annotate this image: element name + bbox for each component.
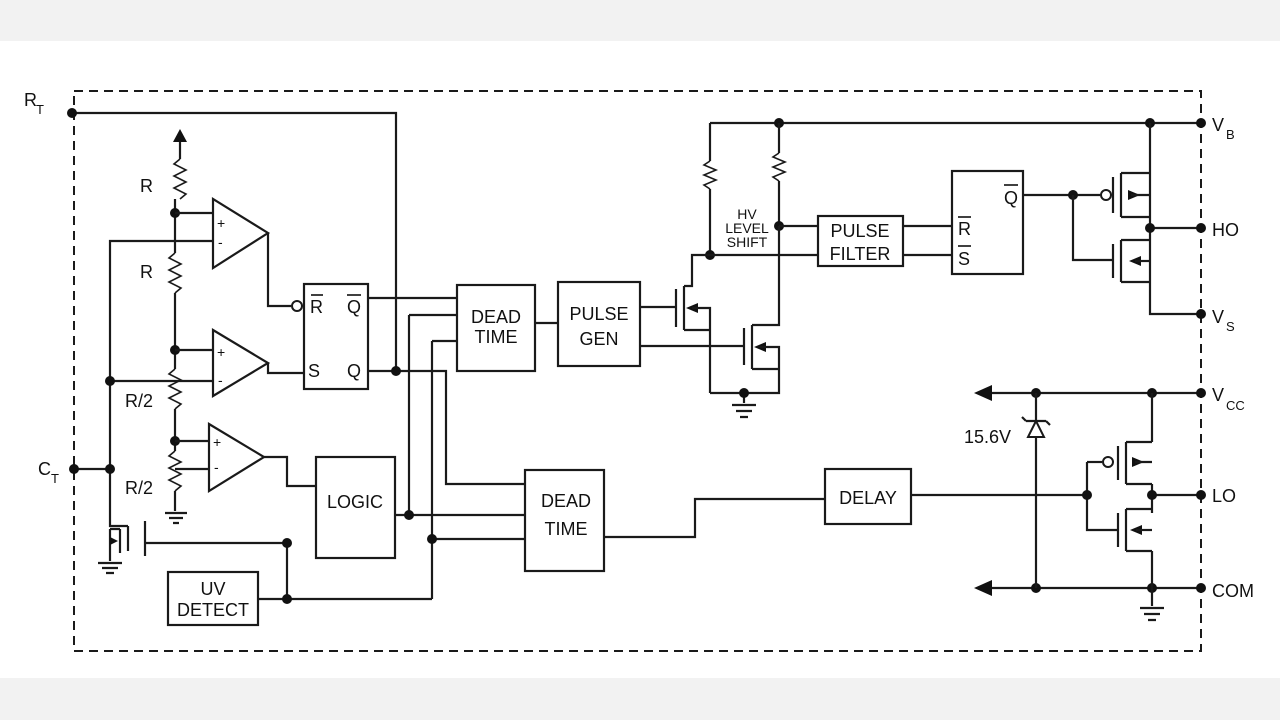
pin-vcc-label: V CC (1212, 385, 1245, 413)
low-side-driver (1082, 393, 1206, 588)
delay-block: DELAY (823, 467, 913, 526)
svg-text:R: R (24, 90, 37, 110)
svg-text:S: S (308, 361, 320, 381)
pulse-filter-block: PULSE FILTER (816, 214, 905, 268)
dead-time-block-2: DEAD TIME (523, 468, 606, 573)
svg-text:C: C (38, 459, 51, 479)
pin-ho-label: HO (1212, 220, 1239, 240)
svg-text:-: - (218, 234, 223, 250)
pin-vb-label: V B (1212, 115, 1235, 142)
package-boundary (73, 90, 1202, 652)
svg-text:UV: UV (200, 579, 225, 599)
svg-text:LEVEL: LEVEL (725, 220, 769, 236)
comparator-3: + - (207, 422, 267, 493)
svg-text:SHIFT: SHIFT (727, 234, 768, 250)
wire-deadtime-to-delay (604, 497, 825, 539)
pin-lo-label: LO (1212, 486, 1236, 506)
hv-level-shift-label: HV LEVEL SHIFT (725, 206, 769, 250)
svg-text:TIME: TIME (545, 519, 588, 539)
level-shift-to-filter-wiring (710, 224, 818, 257)
block-diagram: R T C T V B HO V S V CC LO COM (24, 90, 1254, 652)
vcc-rail (974, 385, 1206, 401)
filter-to-latch-wiring (903, 224, 952, 257)
comparator-1: + - (211, 197, 271, 271)
svg-text:FILTER: FILTER (830, 244, 891, 264)
resistor-r-mid-label: R (140, 262, 153, 282)
hv-level-shift (674, 118, 1206, 419)
svg-text:R: R (310, 297, 323, 317)
zener-voltage-label: 15.6V (964, 427, 1011, 447)
svg-text:LOGIC: LOGIC (327, 492, 383, 512)
pin-ct-label: C T (38, 459, 59, 486)
uv-detect-block: UV DETECT (166, 570, 260, 627)
resistor-r-half-2-label: R/2 (125, 478, 153, 498)
svg-text:Q: Q (1004, 188, 1018, 208)
svg-text:+: + (213, 434, 221, 450)
svg-text:-: - (218, 372, 223, 388)
svg-text:PULSE: PULSE (830, 221, 889, 241)
com-rail (974, 580, 1206, 622)
svg-text:CC: CC (1226, 398, 1245, 413)
svg-text:GEN: GEN (579, 329, 618, 349)
svg-text:PULSE: PULSE (569, 304, 628, 324)
svg-text:V: V (1212, 385, 1224, 405)
svg-text:DEAD: DEAD (471, 307, 521, 327)
logic-block: LOGIC (314, 455, 397, 560)
resistor-r-top-label: R (140, 176, 153, 196)
rt-net (67, 108, 398, 373)
pulse-gen-output-wiring (640, 305, 744, 348)
svg-text:+: + (217, 344, 225, 360)
svg-text:Q: Q (347, 297, 361, 317)
pin-rt-label: R T (24, 90, 44, 117)
svg-text:T: T (36, 102, 44, 117)
dead-time-block-1: DEAD TIME (455, 283, 537, 373)
svg-text:Q: Q (347, 361, 361, 381)
schematic-canvas: R T C T V B HO V S V CC LO COM (0, 41, 1280, 678)
high-side-driver (1023, 123, 1206, 319)
svg-text:DETECT: DETECT (177, 600, 249, 620)
svg-text:B: B (1226, 127, 1235, 142)
zener-diode (1021, 393, 1051, 588)
resistor-divider (165, 129, 188, 525)
svg-text:S: S (1226, 319, 1235, 334)
pin-vs-label: V S (1212, 307, 1235, 334)
output-latch: Q R S (950, 169, 1025, 276)
flipflop-output-wiring (258, 296, 525, 604)
svg-text:DELAY: DELAY (839, 488, 897, 508)
pulse-gen-block: PULSE GEN (556, 280, 642, 368)
svg-text:V: V (1212, 115, 1224, 135)
resistor-r-half-1-label: R/2 (125, 391, 153, 411)
svg-text:S: S (958, 249, 970, 269)
svg-text:+: + (217, 215, 225, 231)
comparator-wiring (175, 211, 316, 488)
pin-com-label: COM (1212, 581, 1254, 601)
ct-net (69, 239, 287, 575)
svg-text:T: T (51, 471, 59, 486)
svg-text:HV: HV (737, 206, 757, 222)
svg-text:TIME: TIME (475, 327, 518, 347)
comparator-2: + - (211, 328, 271, 398)
svg-text:R: R (958, 219, 971, 239)
svg-text:-: - (214, 459, 219, 475)
sr-flipflop: R Q S Q (291, 282, 370, 391)
svg-text:DEAD: DEAD (541, 491, 591, 511)
svg-text:V: V (1212, 307, 1224, 327)
